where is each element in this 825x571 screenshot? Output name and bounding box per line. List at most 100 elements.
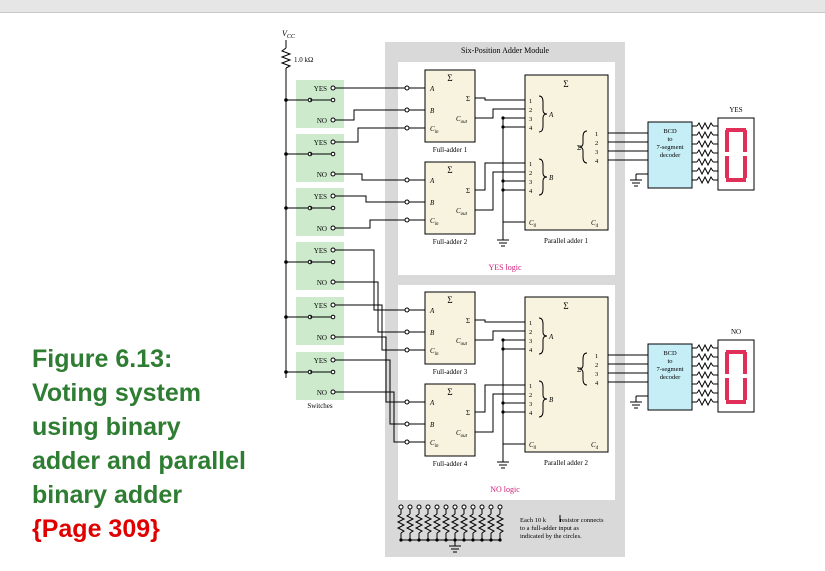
segment-resistor	[696, 343, 714, 353]
display-2-segment-4	[726, 400, 746, 404]
pa-group-label: B	[549, 174, 554, 182]
full-adder-4-label: Full-adder 4	[433, 460, 468, 468]
pa-output-brace	[578, 352, 588, 386]
resnet-terminal	[416, 504, 422, 510]
resnet-terminal	[497, 504, 503, 510]
resnet-terminal	[461, 504, 467, 510]
parallel-adder-2-sigma: Σ	[563, 301, 568, 311]
full-adder-1-pin-cin: Cin	[430, 125, 439, 135]
pa-pin-number: 4	[529, 410, 533, 417]
full-adder-3-cout: Cout	[456, 337, 468, 347]
switch-wire-8	[335, 281, 407, 333]
cin-sub: in	[435, 444, 439, 449]
resistor-note-line-3: indicated by the circles.	[520, 533, 582, 540]
c4-sub: 4	[596, 224, 599, 229]
resnet-terminal	[425, 504, 431, 510]
yes-logic-label: YES logic	[488, 263, 522, 272]
pa-c4: C4	[591, 219, 599, 229]
cin-sub: in	[435, 130, 439, 135]
switch-contact-9	[330, 314, 336, 320]
resnet-terminal	[434, 504, 440, 510]
full-adder-3-pin-a: A	[429, 307, 435, 315]
c4-main: C	[591, 441, 596, 449]
pa-pin-number: 4	[529, 125, 533, 132]
resistor-network	[396, 504, 505, 553]
c4-sub: 4	[596, 446, 599, 451]
full-adder-2-pin-cin: Cin	[430, 217, 439, 227]
cout-main: C	[456, 115, 461, 123]
switch-wire-3	[335, 127, 407, 143]
switch-terminal-6	[330, 225, 336, 231]
display-2-segment-5	[725, 378, 729, 400]
pa-pin-number: 1	[529, 161, 532, 168]
pa-output-sigma: Σ	[577, 144, 581, 152]
switch-terminal-12	[330, 389, 336, 395]
resnet-resistor	[450, 513, 460, 534]
switch-label-8: NO	[317, 279, 327, 287]
resnet-resistor	[468, 513, 478, 534]
pa-output-number: 4	[595, 380, 599, 387]
full-adder-4-pin-cin: Cin	[430, 439, 439, 449]
pa-output-number: 3	[595, 371, 598, 378]
resnet-resistor	[396, 513, 406, 534]
display-1-segment-5	[725, 156, 729, 178]
full-adder-1-pin-a: A	[429, 85, 435, 93]
full-adder-4-sum-out: Σ	[466, 409, 470, 417]
decoder-1-text-2: to	[667, 136, 672, 143]
decoder-2-text-4: decoder	[660, 374, 681, 381]
full-adder-2-cout: Cout	[456, 207, 468, 217]
full-adder-4-pin-a: A	[429, 399, 435, 407]
switch-terminal-5	[330, 193, 336, 199]
full-adder-2-box	[424, 161, 476, 235]
switch-label-9: YES	[314, 302, 327, 310]
full-adder-2-pin-a: A	[429, 177, 435, 185]
full-adder-2-label: Full-adder 2	[433, 238, 468, 246]
display-1-segment-3	[743, 156, 747, 178]
full-adder-4-box	[424, 383, 476, 457]
display-1-segment-6	[725, 130, 729, 152]
decoder-2-text-2: to	[667, 358, 672, 365]
pa-pin-number: 3	[529, 338, 532, 345]
page-reference: {Page 309}	[32, 515, 160, 543]
pa-group-label: A	[548, 111, 554, 119]
cout-sub: out	[461, 342, 468, 347]
parallel-adder-1-sigma: Σ	[563, 79, 568, 89]
fa-input-terminal	[404, 421, 410, 427]
fa-carry-wire	[475, 171, 525, 211]
display-2-segment-3	[743, 378, 747, 400]
switch-contact-1	[330, 97, 336, 103]
parallel-adder-2-box	[524, 296, 609, 453]
fa-carry-wire	[475, 330, 525, 341]
switch-wire-4	[335, 173, 407, 181]
cout-main: C	[456, 207, 461, 215]
switch-wiring	[335, 87, 407, 443]
fa-input-terminal	[404, 85, 410, 91]
pa-output-brace	[578, 130, 588, 164]
switch-wire-5	[335, 195, 407, 203]
display-1-segment-2	[743, 130, 747, 152]
resnet-resistor	[405, 513, 415, 534]
full-adder-1-sigma: Σ	[447, 73, 452, 83]
switch-label-5: YES	[314, 193, 327, 201]
fa-input-terminal	[404, 217, 410, 223]
full-adder-4-sigma: Σ	[447, 387, 452, 397]
fa-input-terminal	[404, 307, 410, 313]
switch-label-4: NO	[317, 171, 327, 179]
switch-wire-9	[335, 304, 407, 351]
no-logic-label: NO logic	[490, 485, 520, 494]
switch-label-3: YES	[314, 139, 327, 147]
parallel-adder-2-label: Parallel adder 2	[544, 459, 588, 467]
pa-pin-number: 1	[529, 98, 532, 105]
fa-sum-wire	[475, 319, 525, 323]
segment-resistor	[696, 157, 714, 167]
switch-label-12: NO	[317, 389, 327, 397]
display-1-label: YES	[729, 106, 742, 114]
switch-label-2: NO	[317, 117, 327, 125]
cout-main: C	[456, 429, 461, 437]
cout-main: C	[456, 337, 461, 345]
pa-output-number: 1	[595, 131, 598, 138]
switch-terminal-9	[330, 302, 336, 308]
cin-sub: in	[435, 352, 439, 357]
